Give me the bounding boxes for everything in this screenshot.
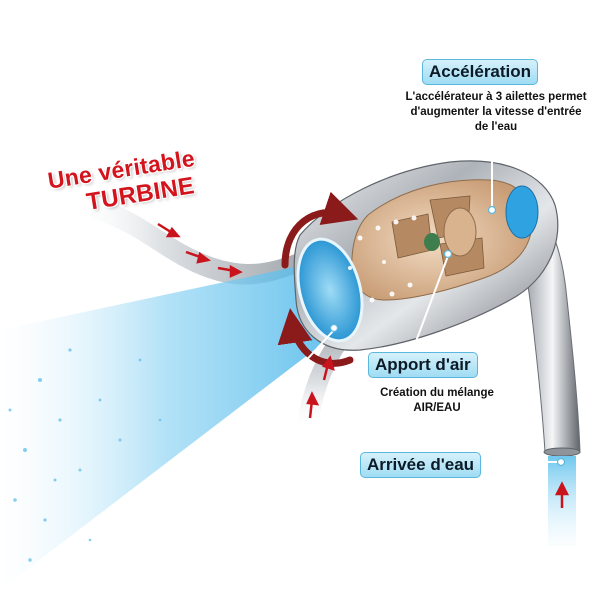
air-intake-note-line-1: Création du mélange <box>380 387 494 399</box>
air-flow-ribbon-bottom <box>296 332 352 430</box>
air-intake-note-line-2: AIR/EAU <box>413 402 461 414</box>
pipe-outlet <box>543 447 581 457</box>
acceleration-callout: Accélération <box>422 59 539 85</box>
air-flow-ribbon-left <box>70 195 300 285</box>
mixing-chamber <box>296 237 364 343</box>
water-inlet-callout: Arrivée d'eau <box>360 452 482 478</box>
green-nozzle <box>424 233 440 251</box>
air-intake-callout: Apport d'air <box>368 352 478 378</box>
air-intake-note: Création du mélange AIR/EAU <box>360 386 514 416</box>
water-spray <box>0 262 330 590</box>
blue-inlet-ring <box>505 185 539 239</box>
acceleration-note-line-1: L'accélérateur à 3 ailettes permet <box>405 91 587 103</box>
acceleration-note: L'accélérateur à 3 ailettes permet d'aug… <box>372 90 600 135</box>
air-bubbles <box>348 215 417 303</box>
flow-arrow-icon <box>157 222 570 508</box>
leader-lines <box>289 136 566 467</box>
accelerator-core <box>443 207 477 257</box>
acceleration-note-line-2: d'augmenter la vitesse d'entrée <box>410 106 582 118</box>
spray-droplets <box>8 348 162 562</box>
acceleration-note-line-3: de l'eau <box>474 121 518 133</box>
